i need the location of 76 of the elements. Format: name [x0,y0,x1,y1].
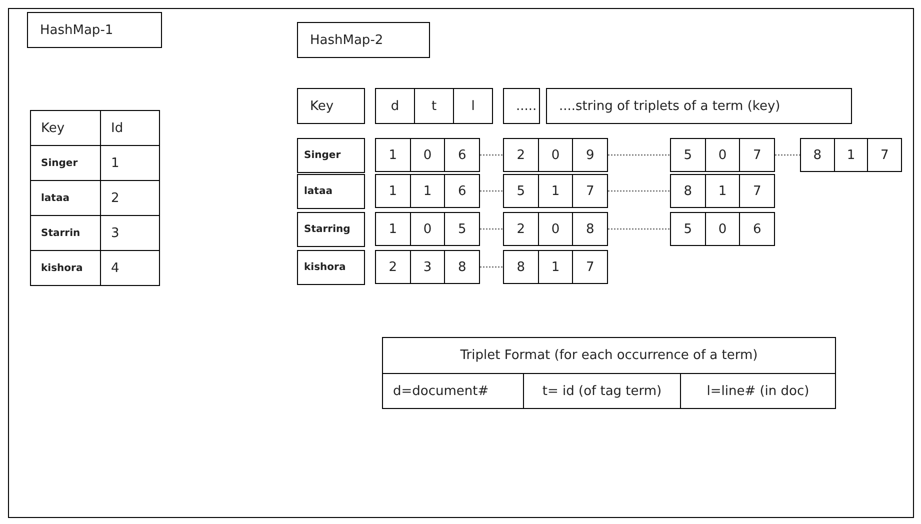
triplet-value: 1 [538,251,572,283]
key-cell: kishora [30,250,101,286]
triplet-value: 6 [444,175,480,207]
triplet-value: 1 [704,175,740,207]
triplet-value: 8 [516,258,526,276]
triplet-value: 9 [572,139,608,171]
triplet-box [375,212,480,246]
triplet-value: d [390,98,400,116]
triplet-box [375,138,480,172]
triplet-value: 8 [812,146,822,164]
triplet-value: 6 [739,213,774,245]
triplet-value: 7 [572,251,608,283]
triplet-value: 8 [572,213,608,245]
triplet-value: 2 [516,220,526,238]
dotted-connector [608,228,670,230]
triplet-value: 1 [388,220,398,238]
id-cell: 4 [100,250,160,286]
format-cell: d=document# [382,373,524,409]
triplet-value: 0 [704,139,740,171]
triplet-value: 1 [388,146,398,164]
triplet-value: 5 [444,213,480,245]
triplet-value: 7 [739,175,774,207]
dotted-connector [480,154,504,156]
triplet-value: 5 [682,146,693,164]
header-cell: Id [100,110,160,146]
triplet-box [670,138,775,172]
triplet-value: 2 [388,258,398,276]
header-box: ..... [503,88,540,124]
triplet-box [375,174,480,208]
triplet-value: 1 [834,139,868,171]
triplet-value: 1 [410,175,444,207]
dotted-connector [480,228,504,230]
key-box: kishora [297,250,365,285]
header-box: Key [297,88,365,124]
triplet-box [670,174,775,208]
triplet-value: 7 [867,139,902,171]
triplet-value: l [453,89,492,123]
key-box: Starring [297,212,365,247]
triplet-box [503,138,608,172]
triplet-box [503,250,608,284]
dotted-connector [608,190,670,192]
triplet-value: 8 [682,182,693,200]
dotted-connector [774,154,800,156]
triplet-value: 5 [682,220,693,238]
triplet-value: 2 [516,146,526,164]
dotted-connector [480,266,504,268]
triplet-box [670,212,775,246]
triplet-value: 7 [739,139,774,171]
table-title: Triplet Format (for each occurrence of a term) [382,337,836,374]
triplet-box [375,250,480,284]
triplet-box [800,138,902,172]
triplet-value: t [414,89,453,123]
map-title-box: HashMap-1 [27,12,162,48]
dotted-connector [608,154,670,156]
triplet-value: 0 [538,139,572,171]
triplet-value: 3 [410,251,444,283]
triplet-value: 5 [516,182,526,200]
triplet-value: 6 [444,139,480,171]
dotted-connector [480,190,504,192]
triplet-box [503,212,608,246]
header-cell: Key [30,110,101,146]
triplet-box [503,174,608,208]
triplet-value: 0 [704,213,740,245]
format-cell: l=line# (in doc) [680,373,836,409]
triplet-box [375,88,493,124]
key-box: lataa [297,174,365,209]
triplet-value: 7 [572,175,608,207]
triplet-value: 1 [538,175,572,207]
triplet-value: 0 [410,139,444,171]
triplet-value: 1 [388,182,398,200]
triplet-value: 8 [444,251,480,283]
triplet-value: 0 [538,213,572,245]
key-box: Singer [297,138,365,173]
header-box: ....string of triplets of a term (key) [546,88,852,124]
map-title-box: HashMap-2 [297,22,430,58]
triplet-value: 0 [410,213,444,245]
